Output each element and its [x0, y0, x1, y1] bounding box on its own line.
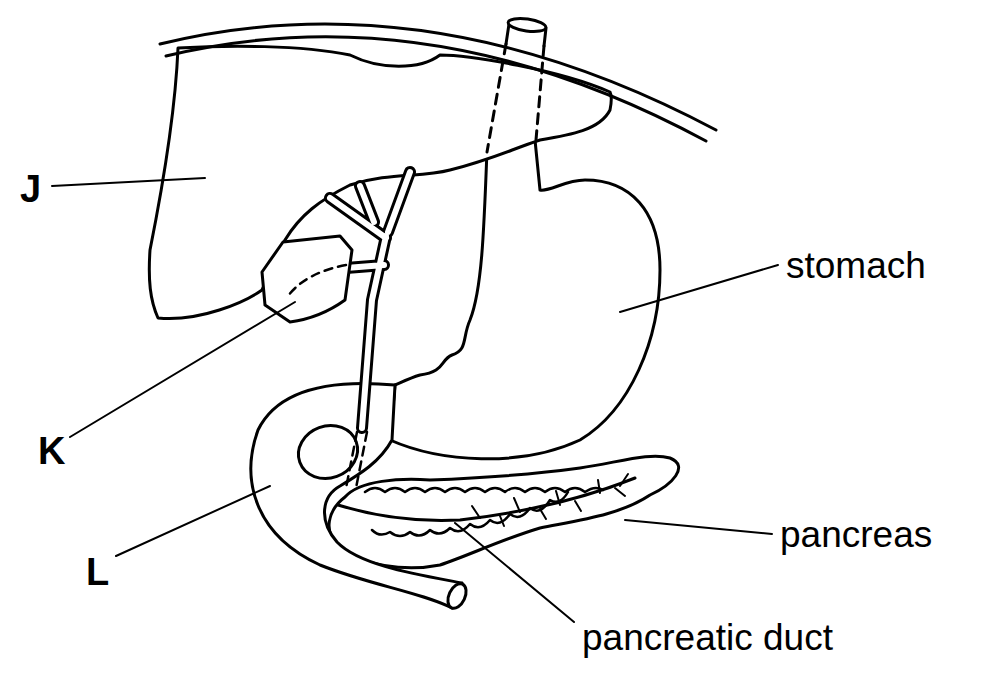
bile-duct-hidden — [346, 432, 367, 488]
leader-lines — [52, 178, 778, 622]
organ-label: pancreas — [780, 516, 932, 553]
part-letter: K — [38, 432, 65, 470]
leader-line — [620, 265, 778, 312]
leader-line — [455, 523, 574, 622]
duct-hidden — [288, 265, 346, 296]
pancreas-shape — [329, 456, 679, 568]
part-letter: J — [20, 170, 41, 208]
part-letter: L — [86, 553, 109, 591]
leader-line — [116, 486, 270, 556]
organ-label: pancreatic duct — [582, 619, 833, 656]
diaphragm — [160, 24, 716, 141]
duodenum-end — [444, 581, 469, 611]
oesophagus-hidden — [536, 46, 544, 140]
pancreatic-duct-branches — [472, 474, 628, 526]
oesophagus-end — [507, 16, 546, 33]
gallbladder-outline — [262, 236, 352, 322]
pancreas-lobules — [372, 492, 568, 536]
diaphragm-line — [166, 37, 706, 141]
leader-line — [625, 520, 772, 534]
leader-line — [70, 302, 295, 437]
leader-line — [52, 178, 205, 186]
diaphragm-line — [160, 24, 716, 130]
pancreas-outline — [329, 456, 679, 568]
oesophagus-wall — [506, 24, 509, 44]
stomach-outline — [390, 140, 660, 459]
pancreatic-duct-line — [338, 478, 635, 520]
organ-label: stomach — [786, 247, 926, 284]
duodenum-outline — [251, 383, 462, 608]
oesophagus — [487, 16, 547, 152]
